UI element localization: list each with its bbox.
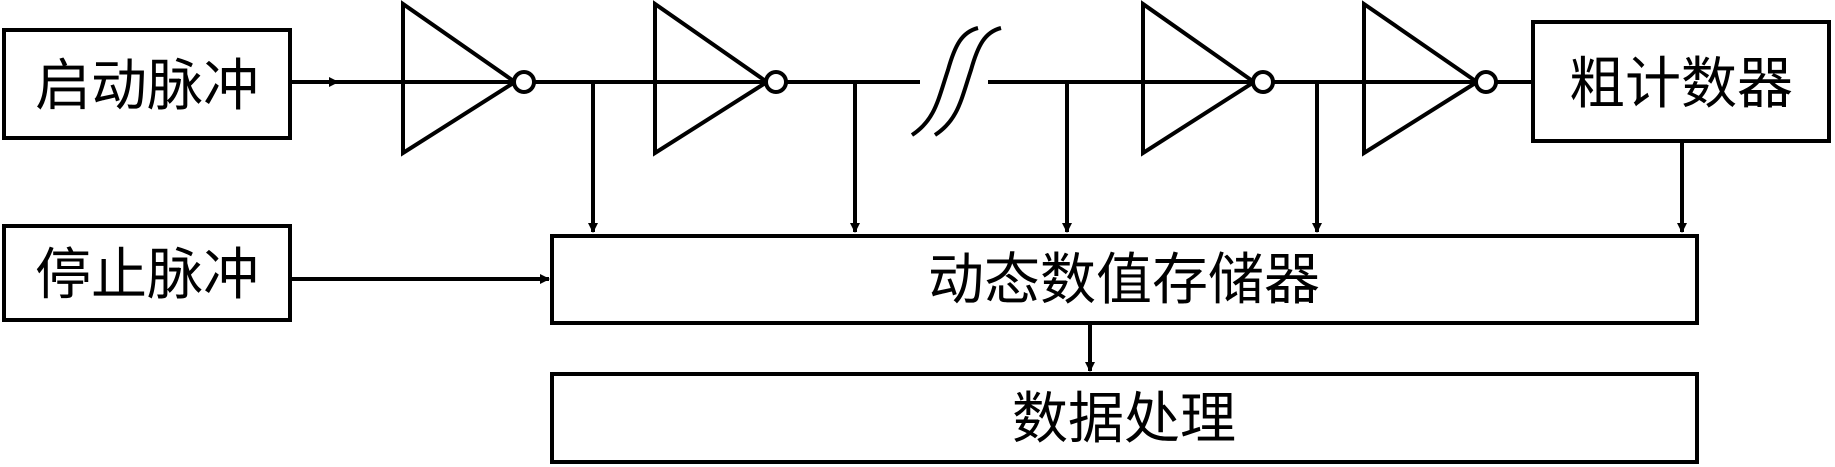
inverter-1-bubble xyxy=(512,70,536,94)
stop-pulse-label: 停止脉冲 xyxy=(35,243,259,308)
stop-pulse-box xyxy=(2,224,292,322)
inverter-4 xyxy=(1362,0,1481,157)
dynamic-memory-box xyxy=(550,234,1699,325)
inverter-2 xyxy=(653,0,771,157)
inverter-2-bubble xyxy=(764,70,788,94)
data-processing-box xyxy=(550,372,1699,464)
inverter-1 xyxy=(401,0,519,157)
data-processing-label: 数据处理 xyxy=(1012,387,1236,452)
coarse-counter-label: 粗计数器 xyxy=(1569,52,1793,117)
delay-line-break-icon-2 xyxy=(933,26,1002,137)
start-pulse-label: 启动脉冲 xyxy=(35,54,259,119)
inverter-3 xyxy=(1141,0,1258,157)
inverter-3-bubble xyxy=(1251,70,1275,94)
inverter-4-bubble xyxy=(1474,70,1498,94)
delay-line-break-icon xyxy=(910,26,979,137)
dynamic-memory-label: 动态数值存储器 xyxy=(928,248,1320,313)
